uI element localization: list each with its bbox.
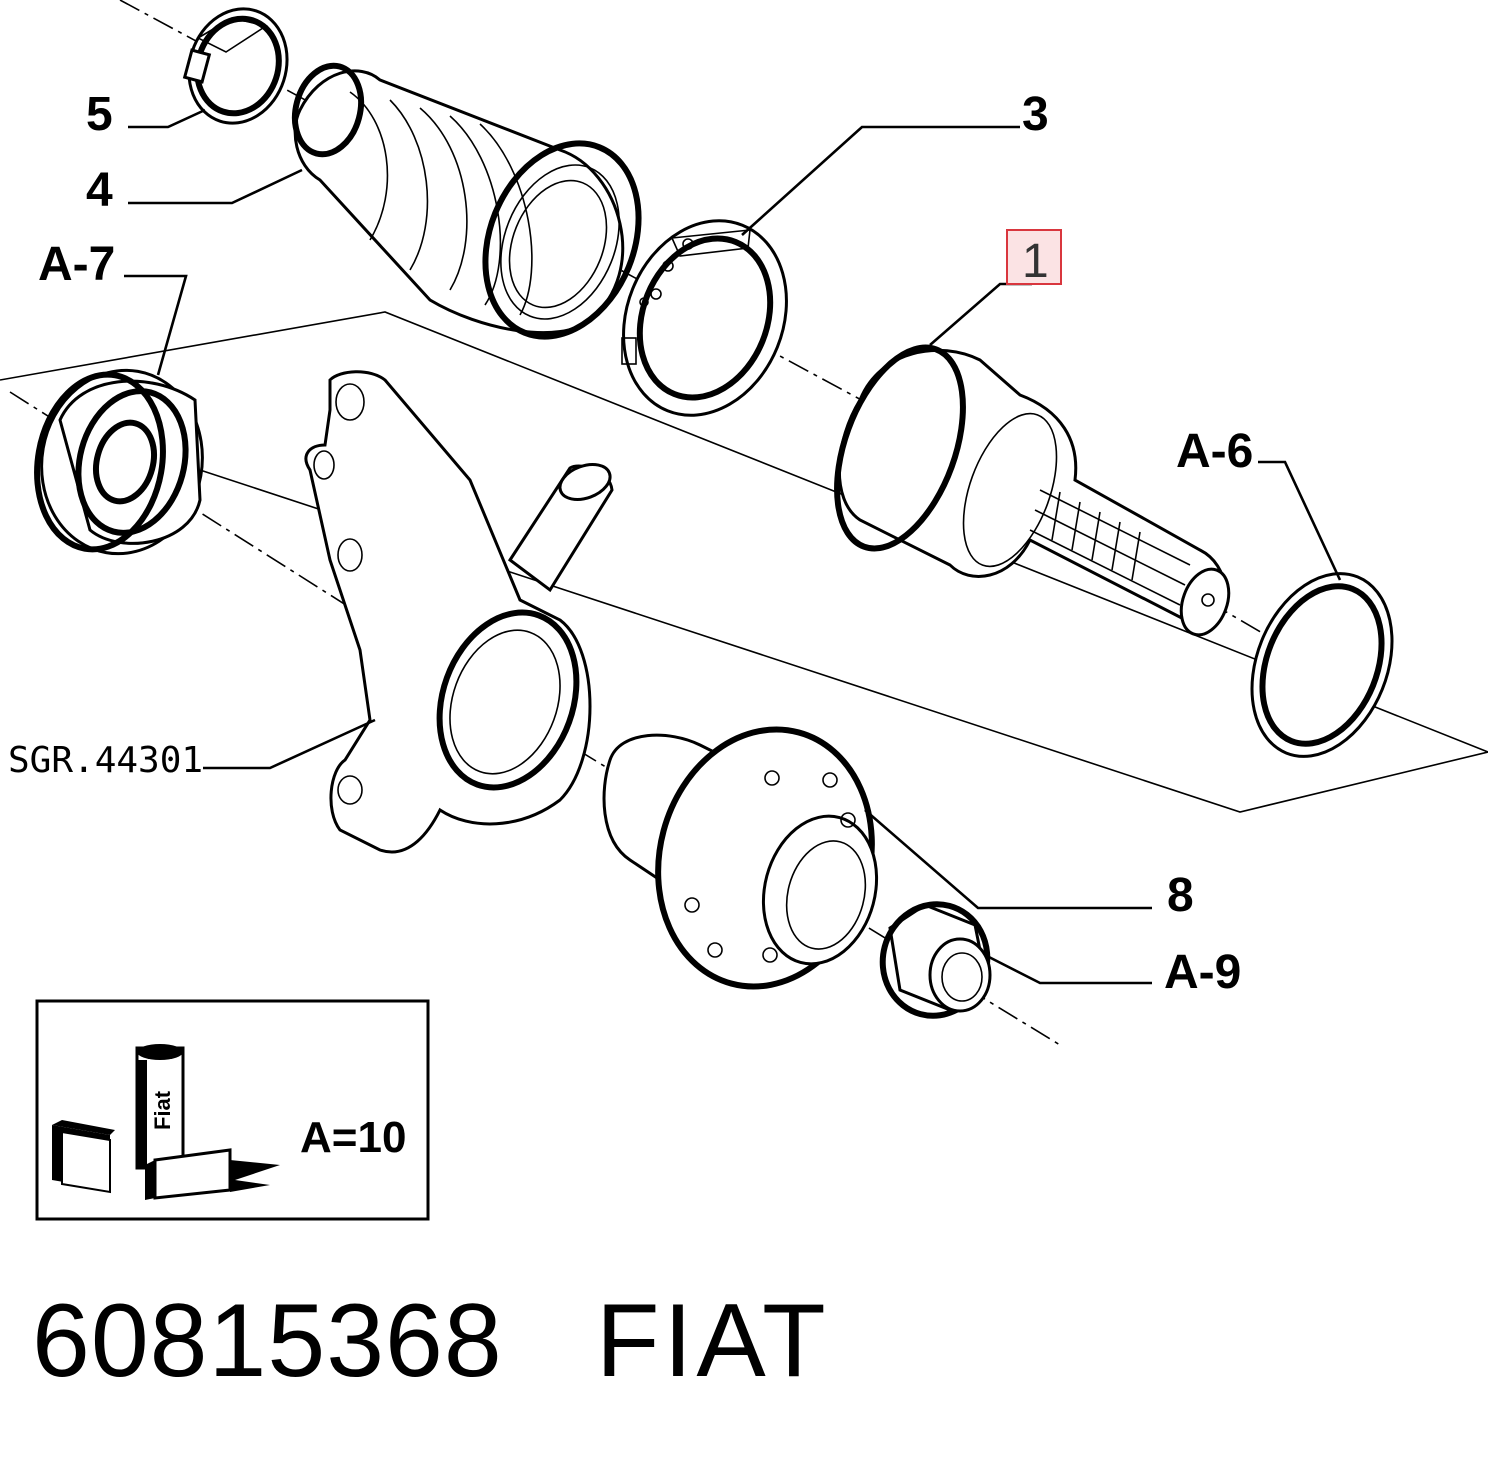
callout-5: 5 (86, 88, 113, 141)
snap-ring-a6[interactable] (1226, 553, 1418, 778)
perspective-frame (0, 311, 1488, 813)
leader-lines (124, 108, 1342, 985)
boot-part-4[interactable] (285, 58, 666, 359)
brand-name: FIAT (596, 1283, 830, 1399)
tube-label: Fiat (150, 1090, 175, 1130)
wheel-hub-part-8[interactable] (602, 705, 900, 1010)
callout-1: 1 (1022, 235, 1049, 288)
clamp-ring-part-3[interactable] (595, 196, 815, 440)
hub-nut-a9[interactable] (870, 892, 999, 1027)
clamp-part-5[interactable] (174, 0, 301, 136)
legend-label: A=10 (300, 1113, 406, 1162)
callout-1-highlight[interactable]: 1 (1006, 229, 1062, 288)
callout-8: 8 (1167, 869, 1194, 922)
callout-labels: 5 4 3 A-7 A-6 SGR.44301 8 A-9 (8, 88, 1253, 999)
callout-a6: A-6 (1176, 425, 1253, 478)
callout-a7: A-7 (38, 238, 115, 291)
part-number: 60815368 (32, 1283, 503, 1399)
callout-3: 3 (1022, 88, 1049, 141)
steering-knuckle[interactable] (304, 370, 615, 854)
callout-a9: A-9 (1164, 946, 1241, 999)
callout-sgr: SGR.44301 (8, 740, 203, 781)
callout-4: 4 (86, 164, 113, 217)
cv-joint-part-1[interactable] (812, 331, 1237, 642)
lubricant-legend: Fiat A=10 (35, 999, 430, 1221)
bearing-a7[interactable] (24, 358, 217, 567)
